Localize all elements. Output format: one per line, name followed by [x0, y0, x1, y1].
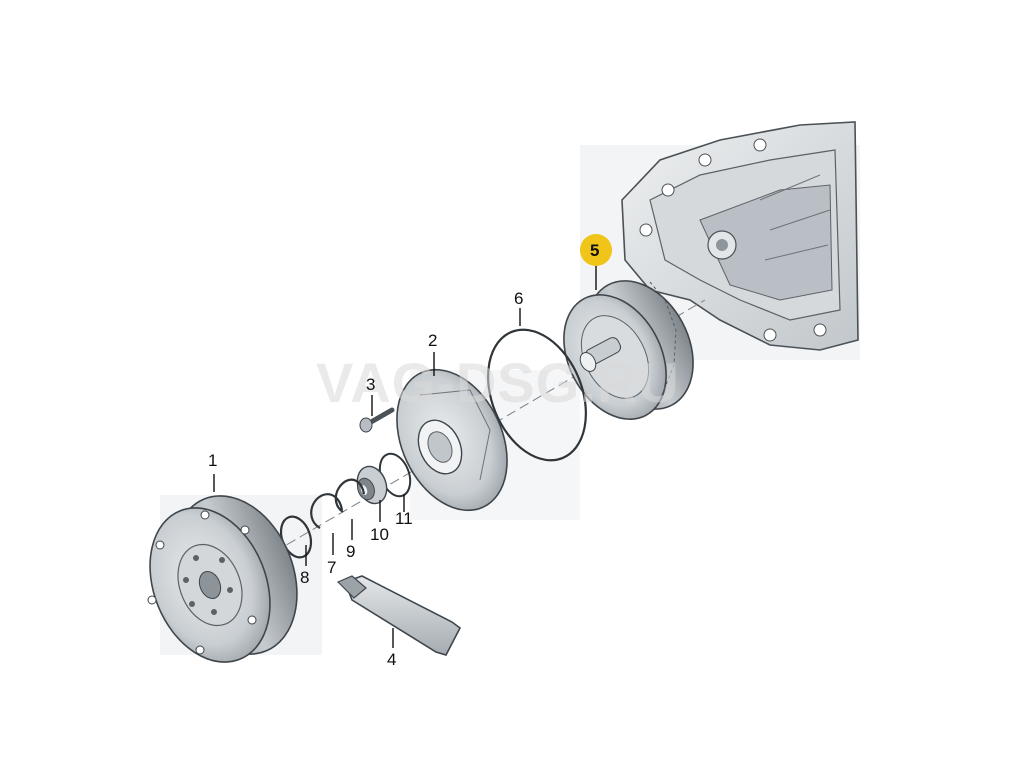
callout-5: 5 [590, 241, 599, 260]
part-6-o-ring [487, 328, 587, 462]
part-1-flywheel [147, 495, 298, 663]
callout-4: 4 [387, 650, 396, 669]
callout-1: 1 [208, 451, 217, 470]
callout-lines [213, 265, 597, 648]
callout-6: 6 [514, 289, 523, 308]
callout-9: 9 [346, 542, 355, 561]
part-3-bolt [359, 407, 395, 433]
part-2-cover-plate [396, 368, 508, 512]
part-10-bearing [356, 465, 388, 505]
watermark: VAG-DSG.RU [316, 351, 680, 414]
callout-7: 7 [327, 558, 336, 577]
part-9-circlip [334, 478, 366, 513]
callout-2: 2 [428, 331, 437, 350]
callout-8: 8 [300, 568, 309, 587]
highlight-circle [580, 234, 612, 266]
callout-10: 10 [370, 525, 389, 544]
part-5-clutch-pack [563, 280, 694, 420]
part-4-sealant-tube [336, 575, 462, 656]
callout-11: 11 [395, 509, 413, 528]
transmission-housing [621, 121, 859, 351]
callout-3: 3 [366, 375, 375, 394]
part-7-circlip [310, 493, 344, 529]
